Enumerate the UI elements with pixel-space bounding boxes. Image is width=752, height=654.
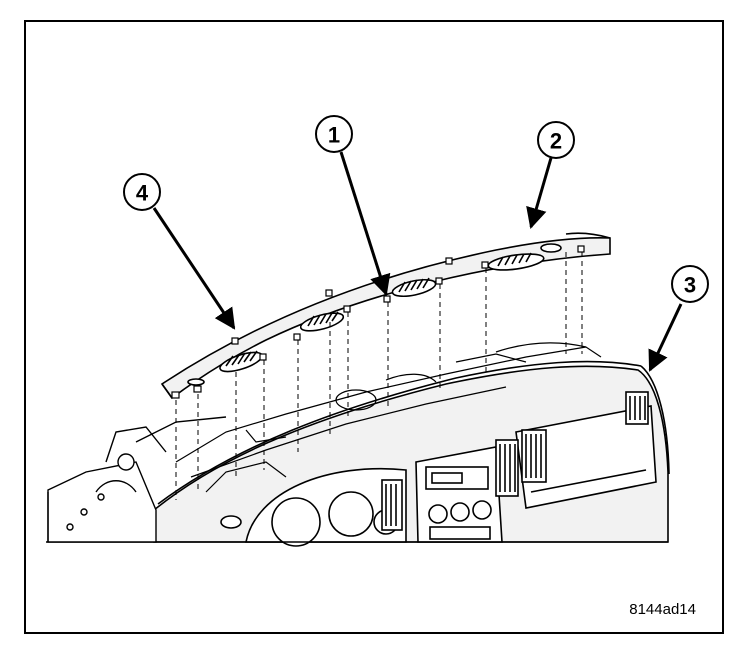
right-air-vent — [625, 391, 649, 425]
fastener-clips — [171, 245, 585, 399]
leader-arrow-2 — [526, 157, 553, 230]
center-right-air-vent — [521, 429, 547, 483]
callout-4: 4 — [123, 173, 161, 211]
defroster-grille-4 — [487, 252, 545, 271]
left-air-vent — [381, 479, 403, 531]
callout-4-label: 4 — [136, 181, 149, 206]
center-left-air-vent — [495, 439, 519, 497]
top-cover-panel — [160, 232, 611, 400]
callout-1: 1 — [315, 115, 353, 153]
callout-1-label: 1 — [328, 123, 340, 148]
leader-arrow-1 — [339, 151, 391, 297]
callout-2-label: 2 — [550, 129, 562, 154]
defroster-grille-2 — [299, 311, 345, 332]
defroster-grille-3 — [391, 277, 437, 298]
center-stack-radio — [415, 446, 503, 543]
cowl-structure — [47, 416, 227, 543]
figure-code: 8144ad14 — [629, 601, 696, 618]
callout-3: 3 — [671, 265, 709, 303]
callout-2: 2 — [537, 121, 575, 159]
instrument-panel-body — [46, 360, 670, 547]
figure-frame: 1 2 3 4 8144ad14 — [24, 20, 724, 634]
leader-arrows — [152, 151, 683, 372]
fastener-alignment-lines — [175, 252, 583, 500]
leader-arrow-4 — [152, 207, 236, 330]
callout-3-label: 3 — [684, 273, 696, 298]
crossmember-structure — [175, 342, 602, 493]
dashboard-exploded-diagram: 1 2 3 4 — [46, 115, 709, 547]
leader-arrow-3 — [648, 303, 683, 372]
